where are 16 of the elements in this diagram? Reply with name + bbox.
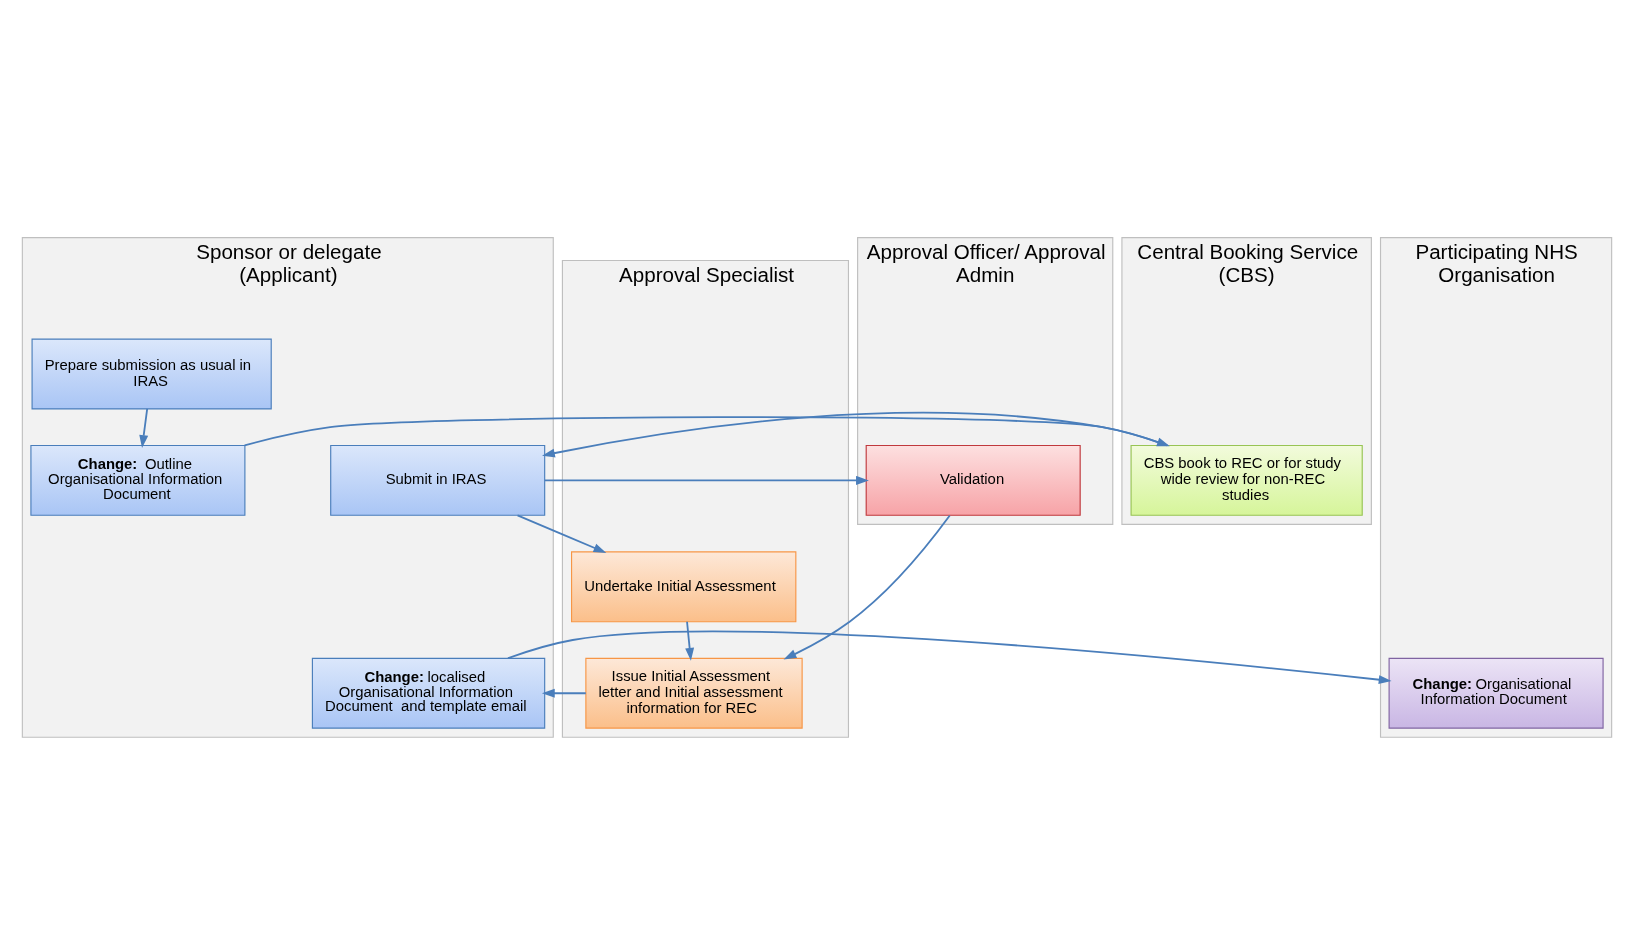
arrow	[139, 408, 149, 448]
arrow	[516, 514, 607, 553]
arrow	[507, 630, 1392, 685]
node-box: Validation	[865, 444, 1081, 516]
arrow	[544, 475, 869, 485]
node-box: Prepare submission as usual in IRAS	[31, 338, 272, 410]
node-box: Issue Initial Assessment letter and Initial assessment information for REC	[585, 657, 803, 729]
arrow	[783, 514, 951, 660]
node-box: Undertake Initial Assessment	[571, 551, 797, 623]
arrow	[541, 688, 587, 698]
node-box: Change: Outline Organisational Information Document	[30, 444, 246, 516]
node-box: Submit in IRAS	[330, 444, 546, 516]
node-box: CBS book to REC or for study wide review for non-REC studies	[1130, 444, 1363, 516]
arrow	[685, 620, 695, 661]
node-box: Change: Organisational Information Document	[1388, 657, 1604, 729]
node-box: Change: localised Organisational Information Document and template email	[311, 657, 546, 729]
